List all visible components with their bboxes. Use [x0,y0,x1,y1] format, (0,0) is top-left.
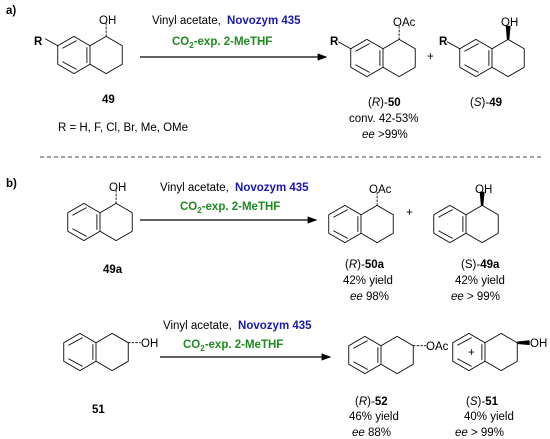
yield-text: 42% yield [343,275,393,287]
yield-text: 42% yield [455,275,505,287]
ee-text: ee > 99% [455,427,504,439]
acetoxy-label: OAc [393,17,416,29]
acetoxy-label: OAc [426,341,449,353]
ee-text: ee >99% [362,129,408,141]
solvent-text: CO2-exp. 2-MeTHF [183,339,283,353]
plus-sign: + [427,51,434,63]
compound-label: (S)-49 [470,97,502,109]
compound-label: (S)-49a [461,259,500,271]
r-group-list: R = H, F, Cl, Br, Me, OMe [58,122,188,134]
compound-s49-structure [446,25,525,78]
compound-label: (R)-50a [345,259,385,271]
substituent-r: R [34,36,43,48]
ee-text: ee 88% [352,427,391,439]
substituent-r: R [439,36,448,48]
solvent-text: CO2-exp. 2-MeTHF [172,36,272,50]
yield-text: 40% yield [464,411,514,423]
conversion-text: conv. 42-53% [349,113,418,125]
solvent-text: CO2-exp. 2-MeTHF [180,201,280,215]
yield-text: 46% yield [349,411,399,423]
hydroxyl-label: OH [530,338,547,350]
hydroxyl-label: OH [109,182,126,194]
panel-a-label: a) [6,5,16,17]
compound-s49a-structure [433,191,499,244]
hydroxyl-label: OH [501,17,518,29]
hydroxyl-label: OH [141,338,158,350]
reagent-text: Vinyl acetate, Novozym 435 [163,320,312,332]
compound-label: (S)-51 [466,396,499,408]
compound-label: (R)-50 [368,97,401,109]
compound-49-structure [44,21,123,75]
compound-49a-structure [67,188,133,242]
compound-label: (R)-52 [355,396,388,408]
panel-b-label: b) [6,178,17,190]
hydroxyl-label: OH [475,184,492,196]
plus-sign: + [468,347,475,359]
reagent-text: Vinyl acetate, Novozym 435 [152,15,301,27]
ee-text: ee 98% [350,291,389,303]
compound-50a-structure [328,190,394,244]
hydroxyl-label: OH [99,15,116,27]
compound-52-structure [348,335,427,375]
plus-sign: + [406,207,413,219]
compound-label: 49a [103,264,123,276]
compound-label: 49 [102,94,115,106]
compound-51-structure [63,332,142,372]
acetoxy-label: OAc [369,184,392,196]
compound-50-structure [337,24,416,78]
reagent-text: Vinyl acetate, Novozym 435 [160,182,309,194]
compound-label: 51 [92,404,105,416]
compound-s51-structure [452,332,530,372]
ee-text: ee > 99% [451,291,500,303]
substituent-r: R [330,36,339,48]
